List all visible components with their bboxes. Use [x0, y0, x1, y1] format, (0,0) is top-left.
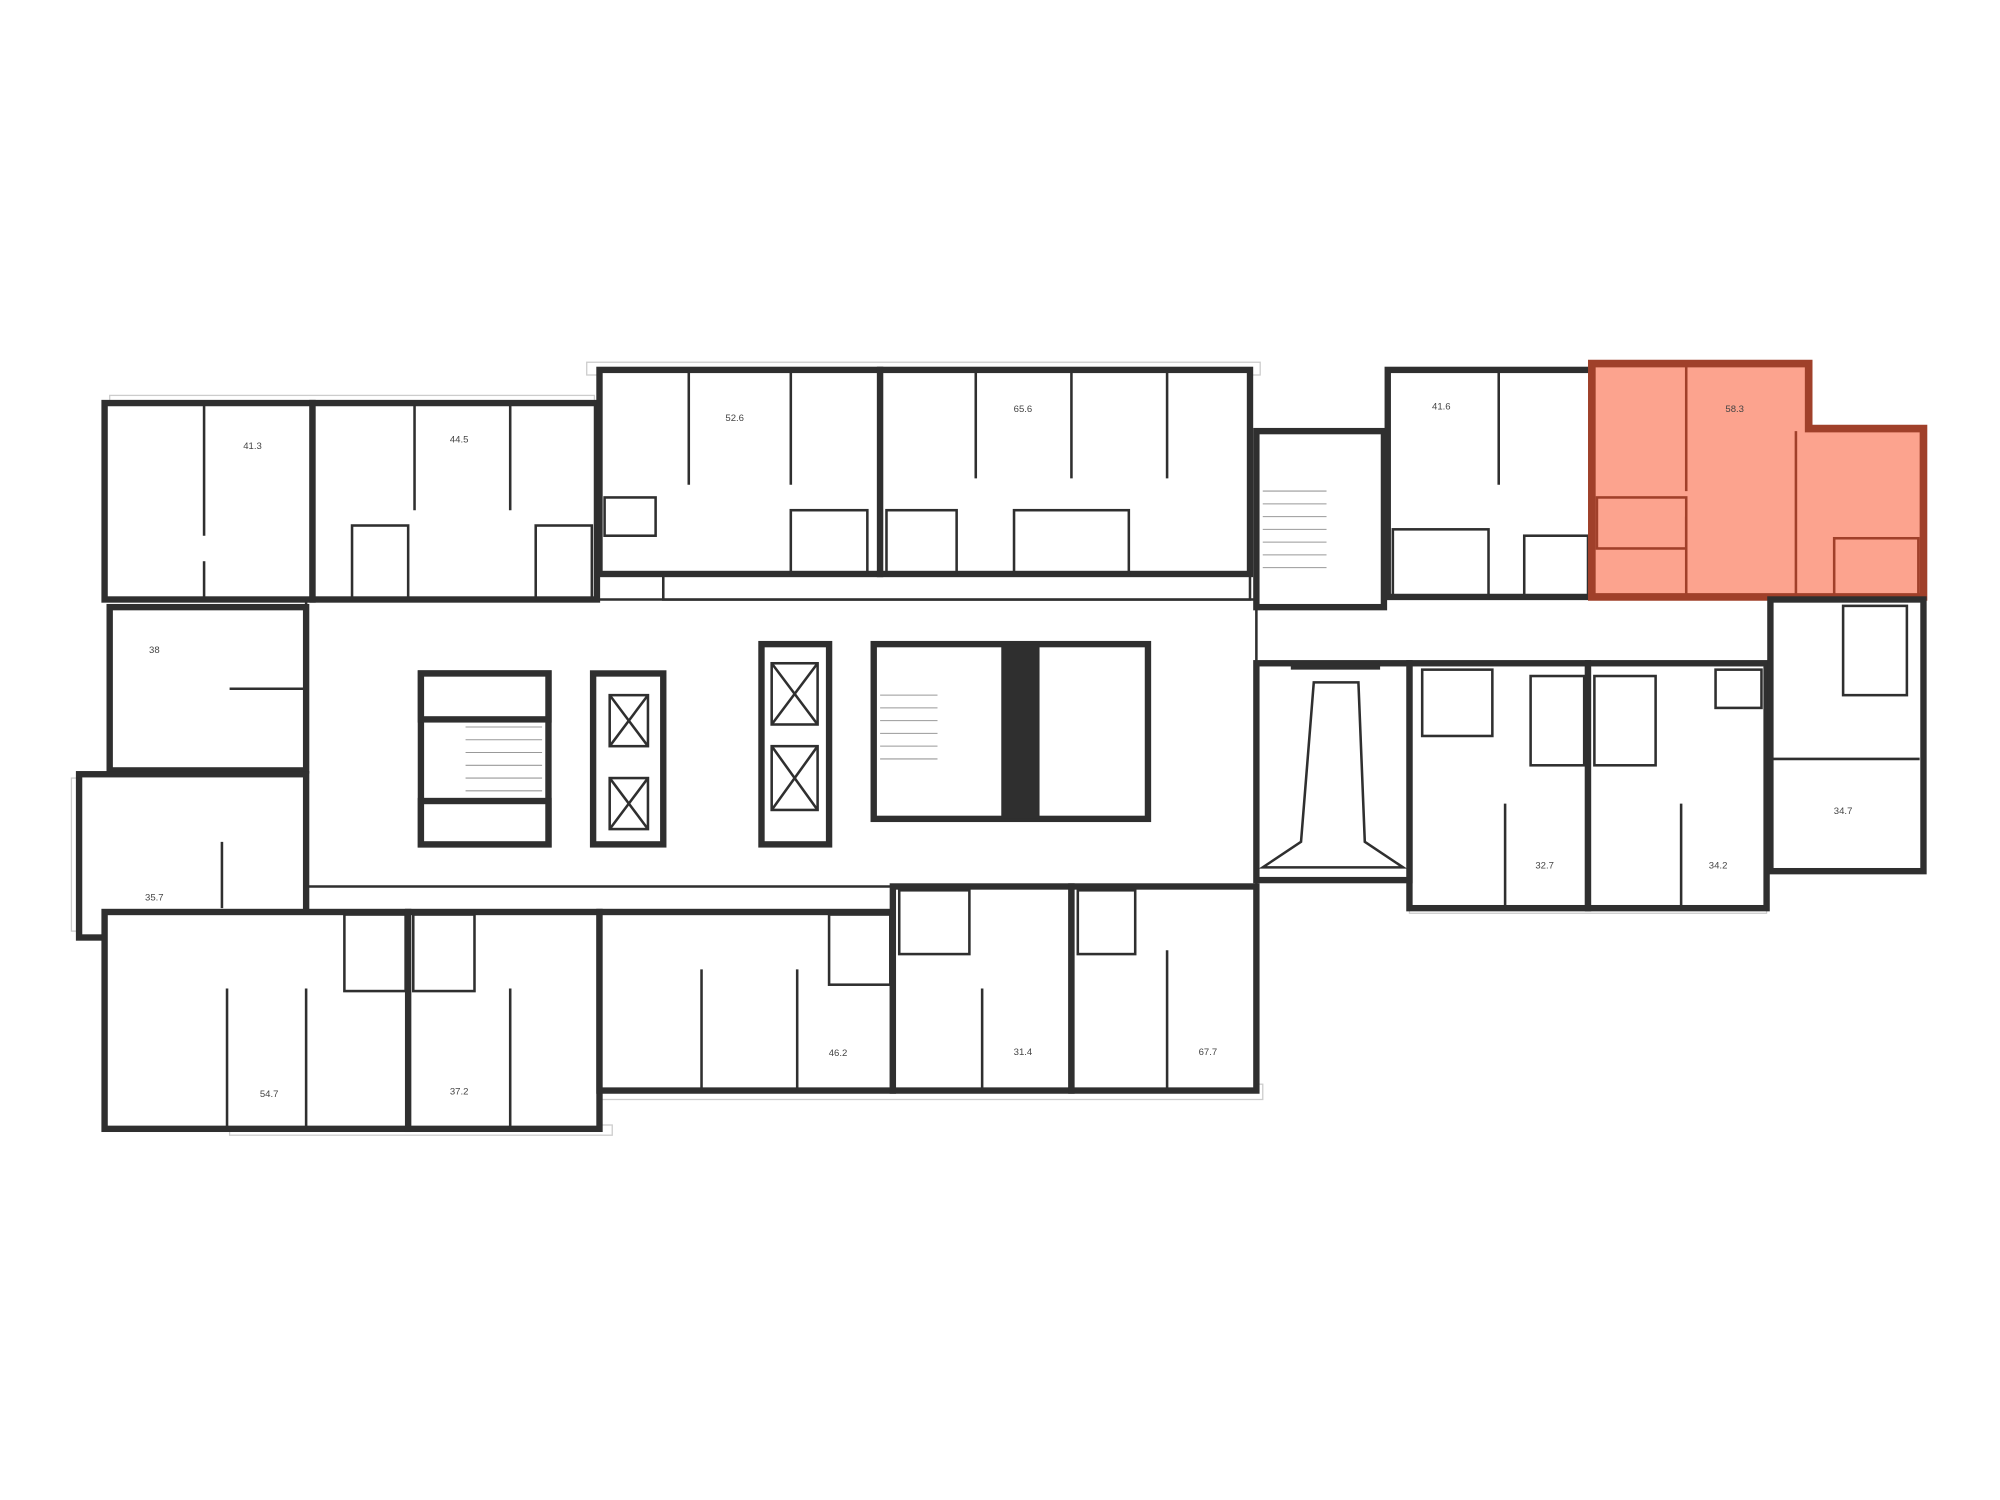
apartment-46-2[interactable]: 46.2	[596, 908, 897, 1094]
apartment-area-label: 44.5	[450, 435, 469, 446]
apartment-area-label: 52.6	[725, 413, 744, 424]
apartment-area-label: 38	[149, 645, 160, 656]
apartment-area-label: 32.7	[1535, 861, 1554, 872]
apartment-37-2[interactable]: 37.2	[404, 908, 603, 1133]
elevator-icon	[608, 693, 650, 831]
apartment-58-3-selected[interactable]: 58.3	[1588, 359, 1928, 601]
apartment-44-5[interactable]: 44.5	[309, 399, 601, 603]
apartment-area-label: 37.2	[450, 1086, 469, 1097]
apartment-area-label: 41.6	[1432, 401, 1451, 412]
building-core	[417, 640, 1413, 884]
apartment-area-label: 65.6	[1014, 404, 1033, 415]
apartment-38[interactable]: 38	[106, 603, 310, 774]
apartment-area-label: 58.3	[1725, 404, 1744, 415]
apartment-67-7[interactable]: 67.7	[1068, 883, 1260, 1094]
apartment-area-label: 41.3	[243, 441, 262, 452]
apartment-32-7[interactable]: 32.7	[1406, 660, 1592, 912]
apartment-area-label: 46.2	[829, 1048, 848, 1059]
apartment-34-2[interactable]: 34.2	[1584, 660, 1770, 912]
elevator-icon	[770, 661, 819, 812]
stairwell-north	[1253, 427, 1388, 611]
apartment-area-label: 67.7	[1199, 1047, 1218, 1058]
apartment-54-7[interactable]: 54.7	[101, 908, 412, 1133]
apartment-area-label: 35.7	[145, 893, 164, 904]
apartment-65-6[interactable]: 65.6	[876, 366, 1254, 578]
apartment-34-7[interactable]: 34.7	[1767, 596, 1927, 875]
apartment-52-6[interactable]: 52.6	[596, 366, 884, 578]
apartment-41-6[interactable]: 41.6	[1384, 366, 1596, 601]
apartment-area-label: 34.7	[1834, 806, 1853, 817]
apartment-31-4[interactable]: 31.4	[889, 883, 1075, 1094]
apartment-area-label: 34.2	[1709, 861, 1728, 872]
apartment-area-label: 31.4	[1014, 1047, 1033, 1058]
apartment-41-3[interactable]: 41.3	[101, 399, 316, 603]
apartment-area-label: 54.7	[260, 1089, 279, 1100]
